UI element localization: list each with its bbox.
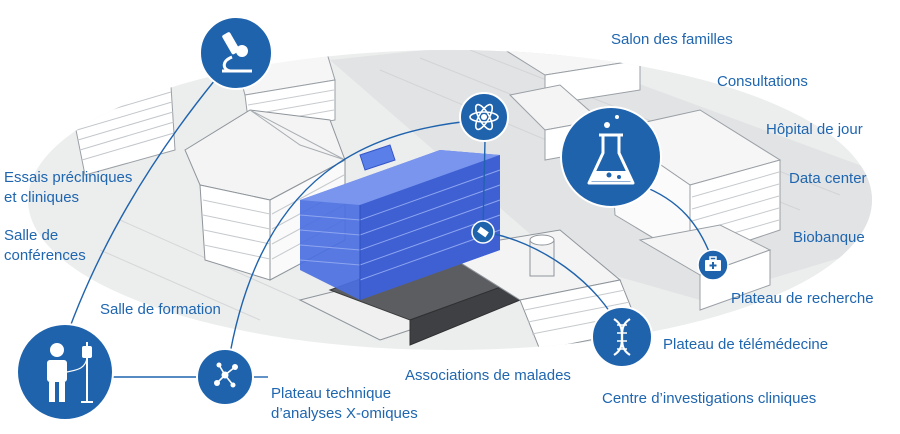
label-salle-conferences-line2: conférences (4, 247, 86, 264)
dna-icon (591, 306, 653, 368)
label-salle-formation: Salle de formation (100, 301, 221, 318)
label-plateau-technique: Plateau technique d’analyses X-omiques (271, 384, 418, 424)
label-plateau-recherche: Plateau de recherche (731, 290, 874, 307)
highlighted-building (299, 144, 501, 300)
label-salle-conferences: Salle de conférences (4, 226, 86, 266)
label-hopital-jour: Hôpital de jour (766, 121, 863, 138)
medical-kit-icon (697, 249, 729, 281)
label-biobanque: Biobanque (793, 229, 865, 246)
label-essais: Essais précliniques et cliniques (4, 168, 132, 208)
label-plateau-technique-line1: Plateau technique (271, 385, 392, 402)
label-essais-line2: et cliniques (4, 189, 80, 206)
satellite-icon (471, 220, 495, 244)
microscope-icon (199, 16, 273, 90)
label-consultations: Consultations (717, 73, 808, 90)
label-data-center: Data center (789, 170, 867, 187)
label-centre-investigations: Centre d’investigations cliniques (602, 390, 817, 407)
atom-icon (459, 92, 509, 142)
label-plateau-telemedecine: Plateau de télémédecine (663, 336, 829, 353)
label-plateau-technique-line2: d’analyses X-omiques (271, 405, 418, 422)
label-associations-malades: Associations de malades (405, 367, 571, 384)
label-essais-line1: Essais précliniques (4, 169, 133, 186)
patient-iv-icon (16, 323, 114, 421)
label-salon-familles: Salon des familles (611, 31, 733, 48)
label-salle-conferences-line1: Salle de (4, 227, 59, 244)
lab-flask-icon (560, 106, 662, 208)
connector-lines (59, 79, 714, 378)
network-icon (196, 348, 254, 406)
